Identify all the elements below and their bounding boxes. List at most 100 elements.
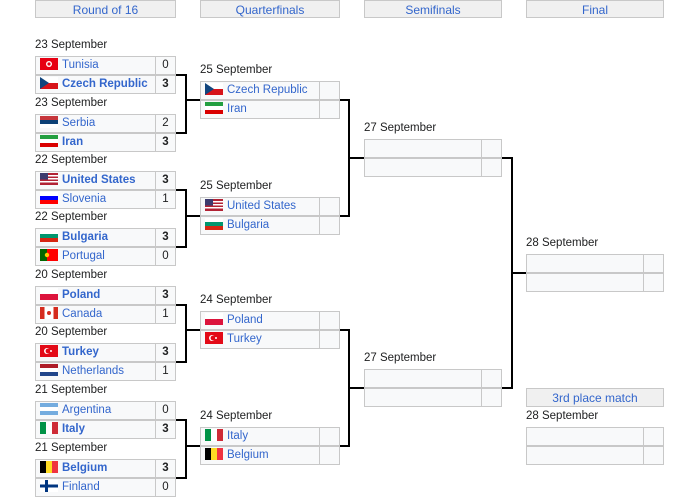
sf-match-team-row[interactable] (364, 388, 502, 407)
team-name-cell[interactable]: Iran (35, 133, 156, 152)
final-match-team-row[interactable] (526, 254, 664, 273)
team-name-cell[interactable]: Bulgaria (35, 228, 156, 247)
team-name[interactable]: Italy (227, 430, 249, 442)
team-name-cell[interactable]: Canada (35, 305, 156, 324)
team-name-cell[interactable] (526, 254, 644, 273)
header-semifinals[interactable]: Semifinals (364, 0, 502, 18)
sf-match-team-row[interactable] (364, 139, 502, 158)
sf-match-team-row[interactable] (364, 369, 502, 388)
team-name[interactable]: Bulgaria (62, 231, 109, 243)
team-name-cell[interactable]: United States (35, 171, 156, 190)
sf-match-team-row[interactable] (364, 158, 502, 177)
nl-flag-icon (40, 364, 58, 376)
team-name-cell[interactable] (526, 273, 644, 292)
team-name-cell[interactable] (364, 369, 482, 388)
team-name[interactable]: Canada (62, 308, 103, 320)
r16-match-date: 23 September (35, 39, 108, 51)
header-quarterfinals[interactable]: Quarterfinals (200, 0, 340, 18)
team-name[interactable]: Finland (62, 481, 100, 493)
qf-match-team-row[interactable]: Iran (200, 100, 340, 119)
team-name[interactable]: Netherlands (62, 365, 125, 377)
team-name[interactable]: Serbia (62, 117, 96, 129)
team-name[interactable]: Tunisia (62, 59, 99, 71)
team-name[interactable]: Italy (62, 423, 86, 435)
team-name-cell[interactable] (526, 446, 644, 465)
team-name-cell[interactable]: Bulgaria (200, 216, 320, 235)
tr-flag-icon (205, 332, 223, 344)
team-name-cell[interactable]: Italy (35, 420, 156, 439)
team-name-cell[interactable]: Serbia (35, 114, 156, 133)
team-score: 0 (155, 401, 176, 420)
team-name[interactable]: Belgium (62, 462, 108, 474)
team-name[interactable]: United States (62, 174, 136, 186)
team-name-cell[interactable]: Portugal (35, 247, 156, 266)
team-name-cell[interactable]: Iran (200, 100, 320, 119)
team-name-cell[interactable]: Netherlands (35, 362, 156, 381)
qf-match-team-row[interactable]: United States (200, 197, 340, 216)
team-name[interactable]: Portugal (62, 250, 105, 262)
team-name[interactable]: Poland (62, 289, 101, 301)
qf-match-team-row[interactable]: Czech Republic (200, 81, 340, 100)
team-name-cell[interactable]: Poland (35, 286, 156, 305)
team-name[interactable]: Czech Republic (227, 84, 308, 96)
third-place-match-team-row[interactable] (526, 446, 664, 465)
team-name[interactable]: United States (227, 200, 297, 212)
team-name[interactable]: Belgium (227, 449, 269, 461)
team-name-cell[interactable] (526, 427, 644, 446)
team-name-cell[interactable]: Czech Republic (35, 75, 156, 94)
team-name-cell[interactable]: Argentina (35, 401, 156, 420)
r16-match-team-row[interactable]: Argentina 0 (35, 401, 176, 420)
team-name[interactable]: Poland (227, 314, 263, 326)
team-name-cell[interactable]: Slovenia (35, 190, 156, 209)
team-name[interactable]: Slovenia (62, 193, 107, 205)
team-name-cell[interactable]: Belgium (35, 459, 156, 478)
team-name[interactable]: Turkey (227, 333, 262, 345)
team-name-cell[interactable]: Belgium (200, 446, 320, 465)
team-name[interactable]: Bulgaria (227, 219, 270, 231)
header-final[interactable]: Final (526, 0, 664, 18)
team-name[interactable]: Iran (227, 103, 247, 115)
header-round-of-16[interactable]: Round of 16 (35, 0, 176, 18)
us-flag-icon (40, 173, 58, 185)
team-name-cell[interactable] (364, 158, 482, 177)
r16-match-date: 22 September (35, 154, 108, 166)
team-name[interactable]: Czech Republic (62, 78, 148, 90)
qf-match-team-row[interactable]: Italy (200, 427, 340, 446)
team-name-cell[interactable]: Czech Republic (200, 81, 320, 100)
qf-match-team-row[interactable]: Bulgaria (200, 216, 340, 235)
qf-match-team-row[interactable]: Turkey (200, 330, 340, 349)
team-name[interactable]: Turkey (62, 346, 99, 358)
header-third-place-match[interactable]: 3rd place match (526, 388, 664, 407)
team-name-cell[interactable]: Italy (200, 427, 320, 446)
team-name-cell[interactable]: Poland (200, 311, 320, 330)
team-score (319, 216, 340, 235)
qf-match-team-row[interactable]: Poland (200, 311, 340, 330)
team-name-cell[interactable]: Finland (35, 478, 156, 497)
final-match-team-row[interactable] (526, 273, 664, 292)
third-place-match-team-row[interactable] (526, 427, 664, 446)
team-name[interactable]: Argentina (62, 404, 112, 416)
team-name-cell[interactable] (364, 388, 482, 407)
team-name[interactable]: Iran (62, 136, 84, 148)
team-name-cell[interactable]: Turkey (35, 343, 156, 362)
qf-match-team-row[interactable]: Belgium (200, 446, 340, 465)
team-name-cell[interactable]: United States (200, 197, 320, 216)
team-name-cell[interactable] (364, 139, 482, 158)
team-name-cell[interactable]: Turkey (200, 330, 320, 349)
team-name-cell[interactable]: Tunisia (35, 56, 156, 75)
